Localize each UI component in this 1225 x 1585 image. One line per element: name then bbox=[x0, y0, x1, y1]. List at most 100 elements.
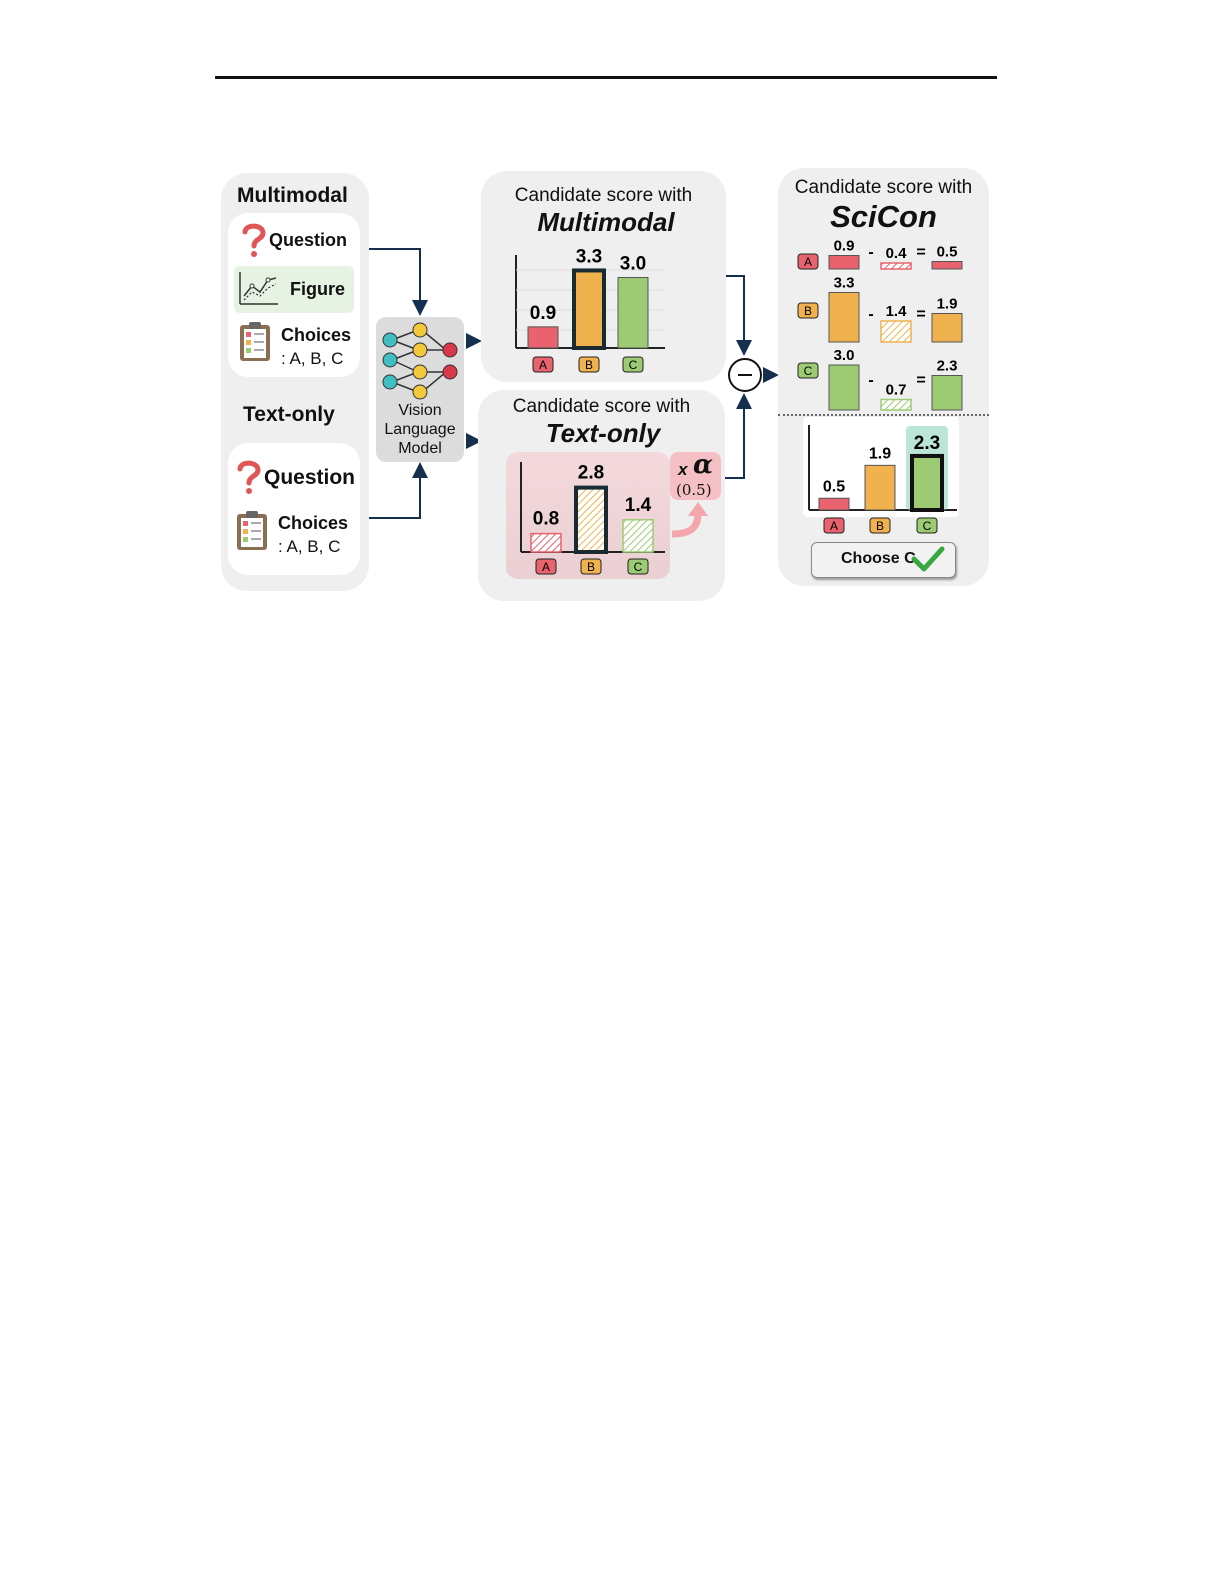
model-label-line3: Model bbox=[398, 440, 442, 457]
option-badge-A bbox=[823, 517, 845, 534]
choices-values-text-only: : A, B, C bbox=[278, 537, 341, 556]
top-rule bbox=[215, 76, 997, 79]
multimodal-panel-title: Multimodal bbox=[537, 207, 675, 237]
result-bar-C bbox=[931, 375, 963, 411]
checkmark-icon bbox=[911, 546, 945, 572]
option-badge-label-A: A bbox=[539, 358, 547, 372]
choices-label: Choices bbox=[281, 325, 352, 345]
text-only-value-B: 1.4 bbox=[886, 303, 908, 320]
final-bar-A bbox=[818, 497, 850, 511]
option-badge-label-C: C bbox=[804, 364, 813, 378]
choose-label: Choose C bbox=[841, 550, 916, 567]
option-badge-label-A: A bbox=[804, 255, 812, 269]
text-only-score-chart: 0.8A2.8B1.4C bbox=[520, 462, 665, 575]
text-only-panel-heading: Candidate score with bbox=[512, 396, 691, 417]
option-badge-C bbox=[622, 356, 644, 373]
data-label-B: 2.8 bbox=[578, 463, 604, 484]
question-label: Question bbox=[269, 230, 348, 250]
bar-A bbox=[530, 532, 562, 553]
result-bar-B bbox=[931, 313, 963, 343]
option-badge-C bbox=[797, 362, 819, 379]
minus-sign: - bbox=[868, 372, 873, 389]
alpha-symbol: α bbox=[693, 450, 714, 480]
data-label-A: 0.9 bbox=[530, 303, 556, 324]
option-badge-B bbox=[797, 302, 819, 319]
text-only-heading: Text-only bbox=[243, 403, 335, 426]
text-only-value-C: 0.7 bbox=[886, 382, 907, 399]
multimodal-bar-C bbox=[828, 364, 860, 411]
multimodal-heading: Multimodal bbox=[237, 184, 348, 207]
subtract-operator-icon bbox=[728, 358, 762, 392]
neural-network-icon bbox=[382, 322, 458, 400]
option-badge-label-C: C bbox=[629, 358, 638, 372]
minus-sign: - bbox=[868, 244, 873, 261]
choices-label-text-only: Choices bbox=[278, 513, 349, 533]
final-value-A: 0.5 bbox=[823, 478, 845, 495]
question-mark-icon bbox=[242, 223, 266, 257]
multimodal-value-B: 3.3 bbox=[834, 275, 855, 292]
equals-sign: = bbox=[916, 244, 925, 261]
multimodal-panel-heading: Candidate score with bbox=[514, 185, 693, 206]
text-only-value-A: 0.4 bbox=[886, 245, 908, 262]
text-only-bar-B bbox=[880, 320, 912, 343]
equals-sign: = bbox=[916, 372, 925, 389]
text-only-panel-title: Text-only bbox=[545, 418, 661, 448]
scicon-final-chart: 0.5A 1.9B 2.3C bbox=[803, 417, 959, 534]
final-value-C: 2.3 bbox=[914, 433, 940, 454]
clipboard-checklist-icon bbox=[240, 322, 270, 361]
input-to-model-arrows bbox=[369, 248, 779, 519]
option-badge-C bbox=[627, 558, 649, 575]
text-only-bar-C bbox=[880, 398, 912, 411]
option-badge-label-C: C bbox=[923, 519, 932, 533]
panel-divider bbox=[778, 414, 989, 416]
data-label-A: 0.8 bbox=[533, 509, 559, 530]
bar-C bbox=[622, 519, 654, 553]
clipboard-checklist-icon bbox=[237, 511, 267, 550]
option-badge-A bbox=[797, 253, 819, 270]
option-badge-B bbox=[869, 517, 891, 534]
option-badge-label-B: B bbox=[585, 358, 593, 372]
multimodal-value-A: 0.9 bbox=[834, 238, 855, 255]
minus-sign: - bbox=[868, 306, 873, 323]
result-value-C: 2.3 bbox=[937, 358, 958, 375]
bar-B bbox=[572, 268, 606, 351]
alpha-curved-arrow bbox=[671, 502, 708, 538]
option-badge-label-B: B bbox=[804, 304, 812, 318]
model-label-line2: Language bbox=[384, 421, 456, 438]
alpha-multiplier-box bbox=[670, 452, 721, 500]
option-badge-B bbox=[580, 558, 602, 575]
data-label-B: 3.3 bbox=[576, 246, 602, 267]
option-badge-label-A: A bbox=[542, 560, 550, 574]
line-chart-icon bbox=[239, 272, 278, 305]
choices-values: : A, B, C bbox=[281, 349, 344, 368]
scicon-panel-heading: Candidate score with bbox=[794, 177, 973, 198]
option-badge-label-B: B bbox=[587, 560, 595, 574]
option-badge-label-B: B bbox=[876, 519, 884, 533]
option-badge-A bbox=[532, 356, 554, 373]
bar-A bbox=[527, 326, 559, 349]
scicon-subtraction-rows: A0.9-0.4=0.5B3.3-1.4=1.9C3.0-0.7=2.3 bbox=[797, 238, 963, 411]
result-bar-A bbox=[931, 261, 963, 270]
bar-C bbox=[617, 277, 649, 349]
alpha-times: x bbox=[678, 460, 688, 479]
multimodal-value-C: 3.0 bbox=[834, 347, 855, 364]
result-value-B: 1.9 bbox=[937, 296, 958, 313]
option-badge-C bbox=[916, 517, 938, 534]
final-bar-C bbox=[910, 453, 944, 513]
result-value-A: 0.5 bbox=[937, 244, 958, 261]
question-label-text-only: Question bbox=[264, 466, 356, 489]
option-badge-label-A: A bbox=[830, 519, 838, 533]
multimodal-bar-B bbox=[828, 292, 860, 343]
text-only-bar-A bbox=[880, 262, 912, 270]
data-label-C: 3.0 bbox=[620, 254, 646, 275]
multimodal-bar-A bbox=[828, 255, 860, 270]
bar-B bbox=[574, 485, 608, 555]
model-label-line1: Vision bbox=[398, 402, 442, 419]
final-value-B: 1.9 bbox=[869, 445, 891, 462]
figure-label: Figure bbox=[290, 279, 346, 299]
question-mark-icon bbox=[237, 460, 261, 494]
multimodal-score-chart: 0.9A 3.3B 3.0C bbox=[515, 246, 665, 373]
option-badge-A bbox=[535, 558, 557, 575]
data-label-C: 1.4 bbox=[625, 495, 652, 516]
scicon-panel-title: SciCon bbox=[830, 199, 937, 234]
